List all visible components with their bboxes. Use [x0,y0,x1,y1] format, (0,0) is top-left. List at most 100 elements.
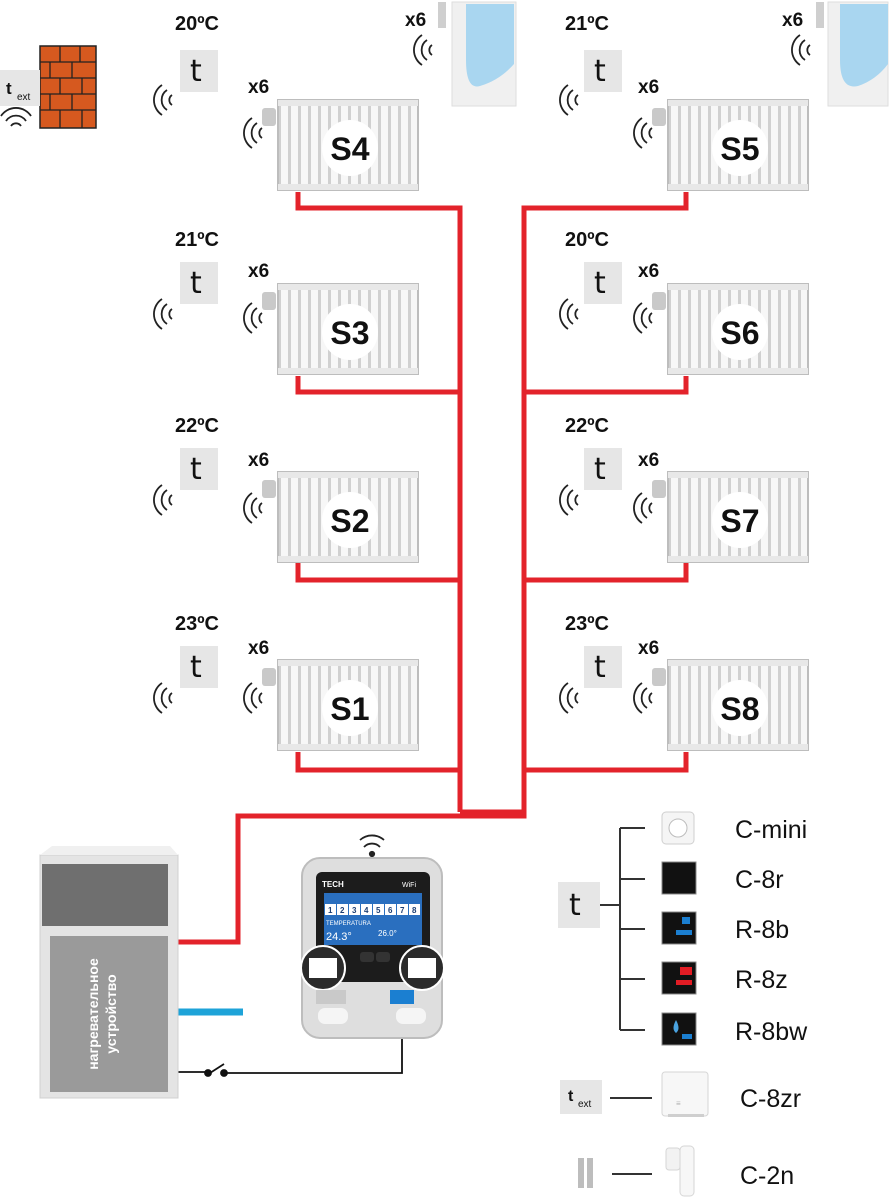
thermostat-icon[interactable] [584,50,622,92]
radiator: S3 [262,283,419,375]
external-sensor: t ext [0,45,97,129]
zone-label: S7 [720,503,759,539]
thermostat-icon[interactable] [584,646,622,688]
terminal-block-icon [390,990,414,1004]
window-sensor-left: x6 [405,1,517,107]
zone-S8: 23ºC t x6 S8 [559,613,809,751]
window-contact-icon [816,2,824,28]
thermostat-icon[interactable] [584,448,622,490]
window-contact-icon [438,2,446,28]
zone-temp: 23ºC [565,613,609,635]
radiator: S8 [652,659,809,751]
legend-item-c-8zr: t ext ≡ C-8zr [560,1071,801,1117]
screen-temp: 24.3° [326,931,352,943]
zone-number: 4 [364,906,369,915]
legend-label: R-8bw [735,1018,808,1046]
connector-block-icon [316,990,346,1004]
legend-label: R-8z [735,966,788,994]
window-sensor-count: x6 [405,10,426,31]
screen-set: 26.0° [378,929,397,938]
down-button[interactable] [376,952,390,962]
wireless-icon [633,302,653,334]
thermostat-symbol: t [594,452,606,487]
zone-S1: 23ºC t x6 S1 [153,613,419,751]
zone-label: S6 [720,315,759,351]
thermostat-icon[interactable] [180,50,218,92]
up-button[interactable] [360,952,374,962]
zone-S5: 21ºC t x6 S5 [559,13,809,191]
black-panel-icon [661,861,697,895]
legend-label: C-8zr [740,1085,801,1113]
zone-temp: 23ºC [175,613,219,635]
supply-pipes [178,192,689,945]
thermostat-symbol: t [594,266,606,301]
valve-count: x6 [638,450,659,471]
legend-label: C-mini [735,816,807,844]
thermostat-icon[interactable] [180,448,218,490]
legend-item-c-8r: C-8r [661,861,784,895]
brand-label: TECH [322,880,344,889]
svg-text:≡: ≡ [676,1099,681,1108]
external-sensor-subscript: ext [17,92,31,103]
legend-thermostat-icon [558,882,600,928]
zone-label: S2 [330,503,369,539]
zone-temp: 22ºC [175,415,219,437]
zone-number: 5 [376,906,381,915]
zone-S6: 20ºC t x6 S6 [559,229,809,375]
legend-label: C-8r [735,866,784,894]
boiler[interactable]: нагревательное устройство [39,846,179,1099]
zone-label: S3 [330,315,369,351]
wireless-icon [153,484,173,516]
thermostatic-valve-icon [262,108,276,126]
thermostat-symbol: t [190,650,202,685]
thermostatic-valve-icon [262,292,276,310]
wireless-icon [633,492,653,524]
legend-item-c-2n: C-2n [578,1145,794,1197]
valve-count: x6 [248,77,269,98]
wireless-icon [153,84,173,116]
controller-screen [324,893,422,945]
thermostat-icon[interactable] [584,262,622,304]
thermostatic-valve-icon [652,108,666,126]
valve-count: x6 [638,261,659,282]
external-sensor-icon[interactable] [0,70,40,106]
mount-slot-icon [396,1008,426,1024]
legend-label: R-8b [735,916,789,944]
radiator: S1 [262,659,419,751]
legend-item-r-8bw: R-8bw [661,1012,808,1046]
zone-temp: 22ºC [565,415,609,437]
legend-symbol: t [569,888,581,923]
outdoor-sensor-icon: ≡ [661,1071,709,1117]
legend-item-c-mini: C-mini [661,811,807,845]
external-sensor-symbol: t [6,79,12,98]
wireless-icon [153,298,173,330]
wireless-icon [243,492,263,524]
wifi-icon [359,834,385,858]
wireless-icon [153,682,173,714]
legend-bracket [600,827,645,1031]
wireless-icon [243,302,263,334]
thermostatic-valve-icon [262,668,276,686]
controller[interactable]: TECH WiFi 1 2 3 4 5 6 7 8 TEMPERATURA 24… [300,834,445,1039]
zone-number: 3 [352,906,357,915]
thermostat-icon[interactable] [180,646,218,688]
thermostatic-valve-icon [652,668,666,686]
wireless-icon [559,298,579,330]
legend-ext-sensor-icon [560,1080,602,1114]
radiator: S7 [652,471,809,563]
legend: t C-mini C-8r R-8b [558,811,808,1197]
zone-temp: 20ºC [175,13,219,35]
thermostat-symbol: t [594,650,606,685]
thermostatic-valve-icon [652,480,666,498]
radiator: S6 [652,283,809,375]
wireless-icon [559,682,579,714]
legend-ext-subscript: ext [578,1099,592,1110]
zone-temp: 21ºC [565,13,609,35]
blue-panel-icon [661,911,697,945]
zone-S7: 22ºC t x6 S7 [559,415,809,563]
legend-label: C-2n [740,1162,794,1190]
thermostat-icon[interactable] [180,262,218,304]
zone-number: 2 [340,906,345,915]
connector-left-icon [309,958,337,978]
wireless-icon [243,117,263,149]
